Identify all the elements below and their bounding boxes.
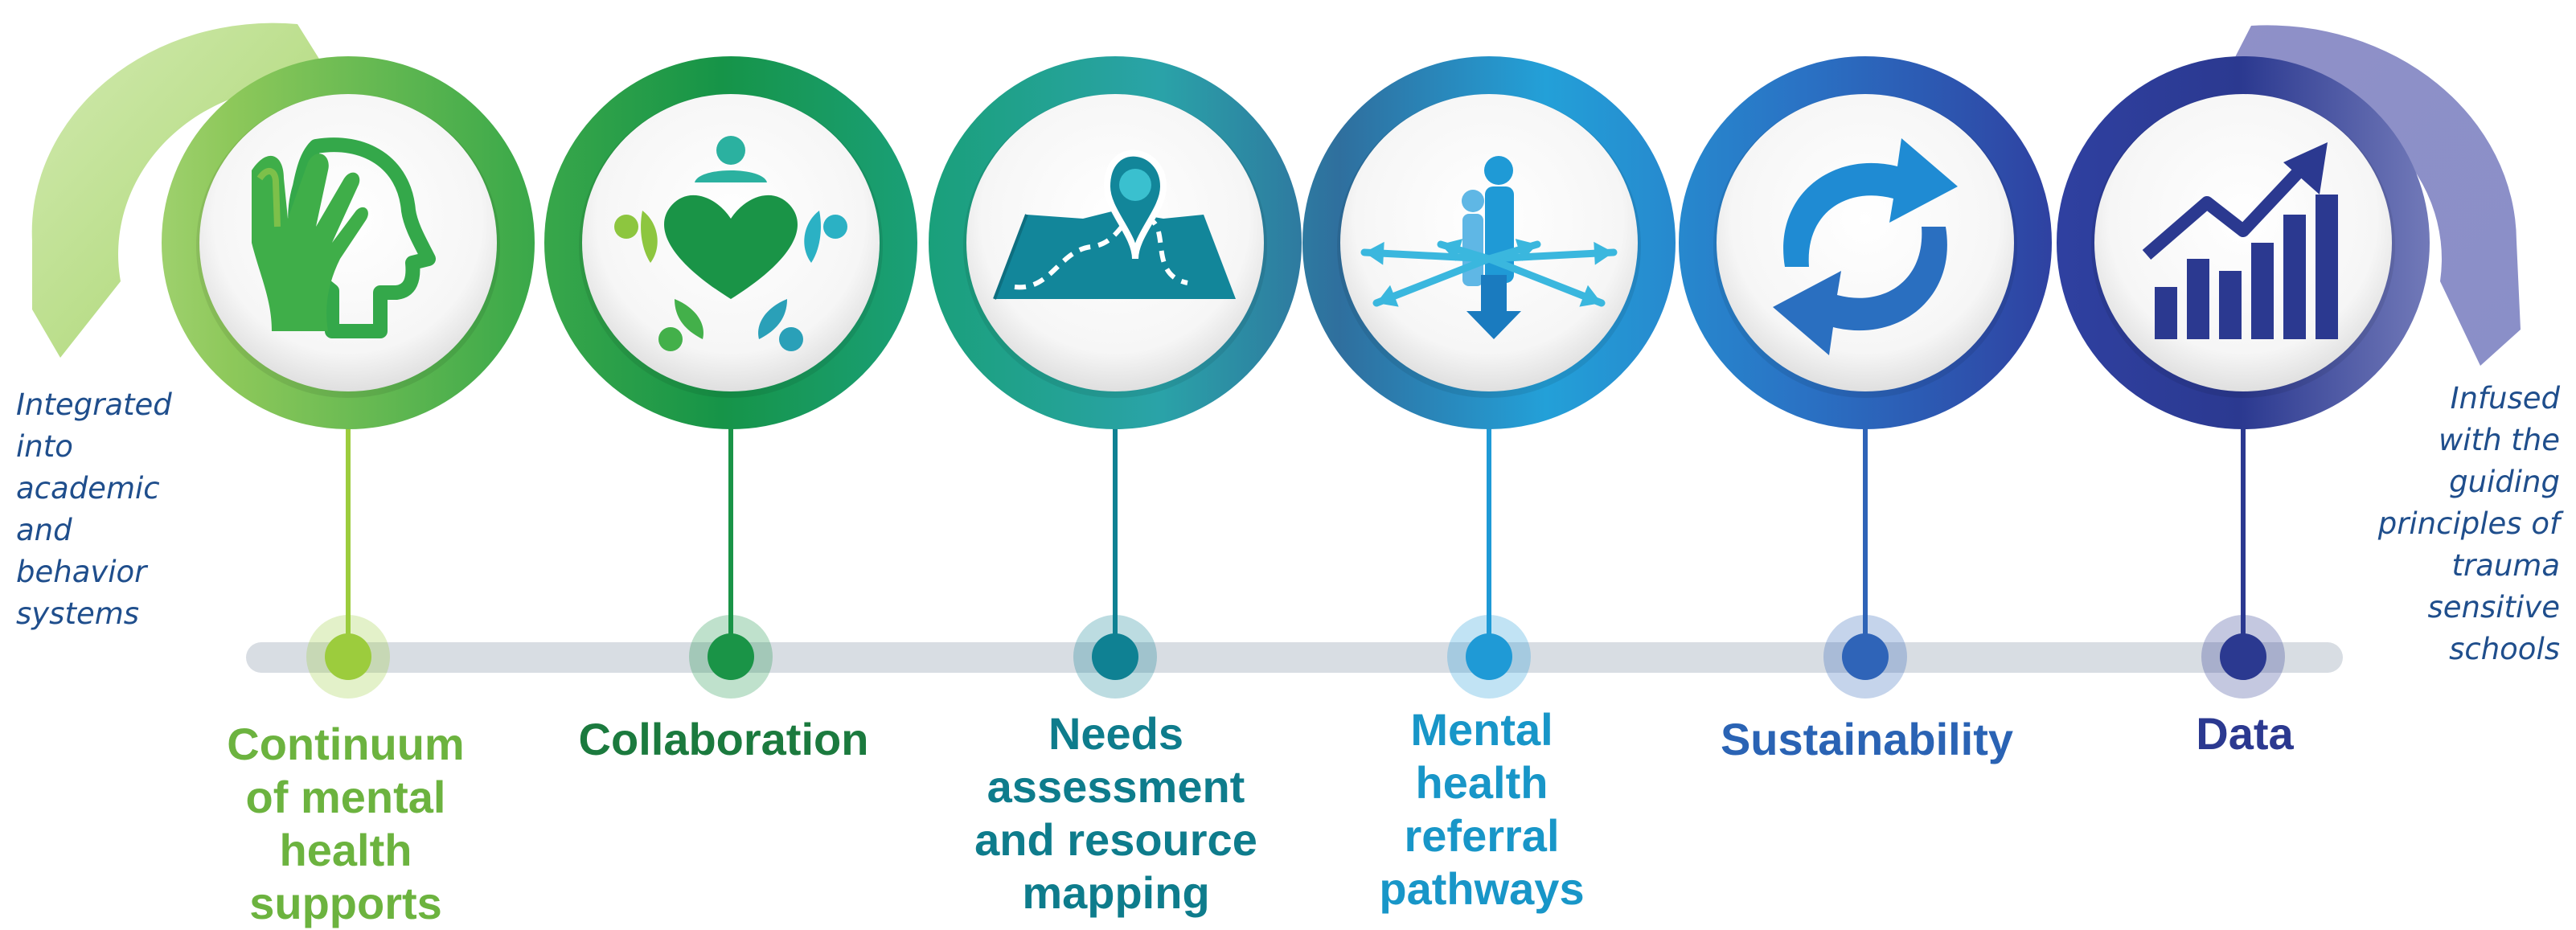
icon-disc (2094, 94, 2392, 391)
timeline-dot (708, 633, 754, 680)
right-note-line: guiding (2449, 465, 2560, 499)
connector-line (2241, 421, 2246, 657)
label-line: Sustainability (1720, 714, 2014, 764)
timeline-dot (1842, 633, 1889, 680)
family-arrows-icon (1360, 156, 1618, 339)
right-note-line: schools (2449, 632, 2560, 666)
people-heart-icon (614, 136, 847, 351)
right-tail-arc (2219, 25, 2521, 366)
label-line: and resource (974, 814, 1257, 865)
step-label-data: Data (2068, 707, 2422, 760)
right-note-line: principles of (2377, 506, 2560, 541)
left-side-note: Integrated into academic and behavior sy… (16, 384, 172, 635)
label-line: health (279, 825, 412, 875)
label-line: Collaboration (578, 714, 869, 764)
label-line: Needs (1048, 708, 1184, 759)
label-line: supports (249, 878, 442, 928)
step-label-sustainability: Sustainability (1690, 713, 2044, 766)
step-label-continuum: Continuum of mental health supports (169, 718, 523, 930)
right-side-note: Infused with the guiding principles of t… (2378, 378, 2560, 670)
timeline-dot (325, 633, 371, 680)
connector-line (1113, 421, 1118, 657)
icon-disc (1717, 94, 2014, 391)
label-line: pathways (1379, 863, 1585, 914)
refresh-arrows-icon (1773, 138, 1958, 355)
timeline-dot (2220, 633, 2266, 680)
left-note-line: systems (16, 596, 140, 631)
timeline-bar (246, 642, 2343, 673)
step-ring (1302, 56, 1676, 429)
connector-line (1487, 421, 1491, 657)
bar-chart-growth-icon (2142, 142, 2338, 339)
step-ring (1679, 56, 2052, 429)
right-note-line: with the (2439, 423, 2560, 457)
head-with-hand-icon (252, 137, 436, 338)
step-label-needs-assessment: Needs assessment and resource mapping (939, 707, 1293, 920)
label-line: of mental (245, 772, 446, 822)
right-note-line: Infused (2450, 381, 2560, 416)
left-note-line: Integrated (16, 387, 172, 422)
label-line: Continuum (227, 719, 465, 769)
label-line: Data (2196, 708, 2294, 759)
label-line: health (1415, 757, 1548, 808)
left-note-line: academic (16, 471, 160, 506)
timeline-dot (1466, 633, 1512, 680)
label-line: assessment (987, 761, 1245, 812)
left-note-line: and (16, 513, 72, 547)
left-note-line: behavior (16, 555, 147, 589)
step-label-collaboration: Collaboration (547, 713, 900, 766)
step-ring (544, 56, 917, 429)
connector-line (1863, 421, 1868, 657)
label-line: referral (1404, 810, 1560, 861)
right-note-line: trauma (2451, 548, 2560, 583)
step-label-referral-pathways: Mental health referral pathways (1305, 703, 1659, 916)
right-note-line: sensitive (2427, 590, 2561, 625)
label-line: Mental (1410, 704, 1553, 755)
connector-line (346, 421, 351, 657)
step-ring (2057, 56, 2430, 429)
map-pin-icon (993, 150, 1236, 300)
step-ring (162, 56, 535, 429)
left-note-line: into (16, 429, 73, 464)
timeline-dot (1092, 633, 1138, 680)
left-tail-arc (31, 23, 338, 358)
connector-line (728, 421, 733, 657)
label-line: mapping (1022, 867, 1210, 918)
step-ring (929, 56, 1302, 429)
